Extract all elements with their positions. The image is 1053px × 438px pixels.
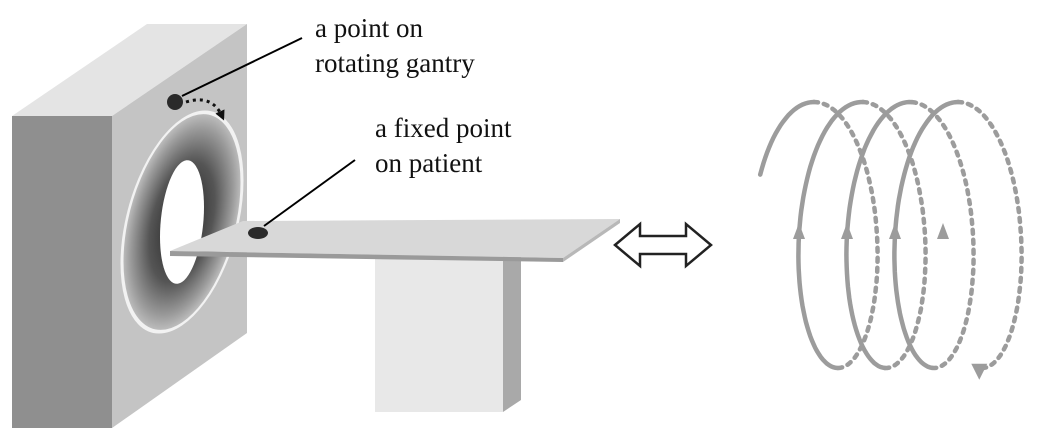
helix-direction-arrow-icon [937,223,949,239]
motion-arrow-icon [613,221,713,269]
patient-leader-line [263,159,356,227]
table-end-edge [563,219,620,262]
gantry-leader-line [181,37,303,97]
helix-back-segment [811,99,880,371]
gantry-ring-outline [120,110,244,334]
table-stand-front [375,250,503,412]
gantry-point-icon [167,94,183,110]
table-edge [170,251,563,262]
helix-front-segment [757,99,817,177]
rotation-arrow-icon [185,98,225,121]
patient-point-icon [248,227,268,239]
patient-label-line2: on patient [375,148,483,178]
helix-back-segment [909,99,976,371]
patient-label-line1: a fixed point [375,113,512,143]
gantry-side-face [12,116,112,428]
table-stand-side [503,238,521,412]
helix-direction-arrow-icon [841,223,853,239]
helix-icon [757,99,1024,380]
helix-end-arrow-icon [971,363,988,380]
patient-table [170,219,620,412]
helix-direction-arrow-icon [889,223,901,239]
helix-direction-arrow-icon [793,223,805,239]
gantry-top-face [12,24,247,116]
gantry-label-line1: a point on [315,13,423,43]
gantry [12,24,247,428]
helix-back-segment [860,99,928,371]
gantry-label-line2: rotating gantry [315,48,475,78]
table-top [170,219,620,258]
helix-back-segment [955,99,1024,371]
